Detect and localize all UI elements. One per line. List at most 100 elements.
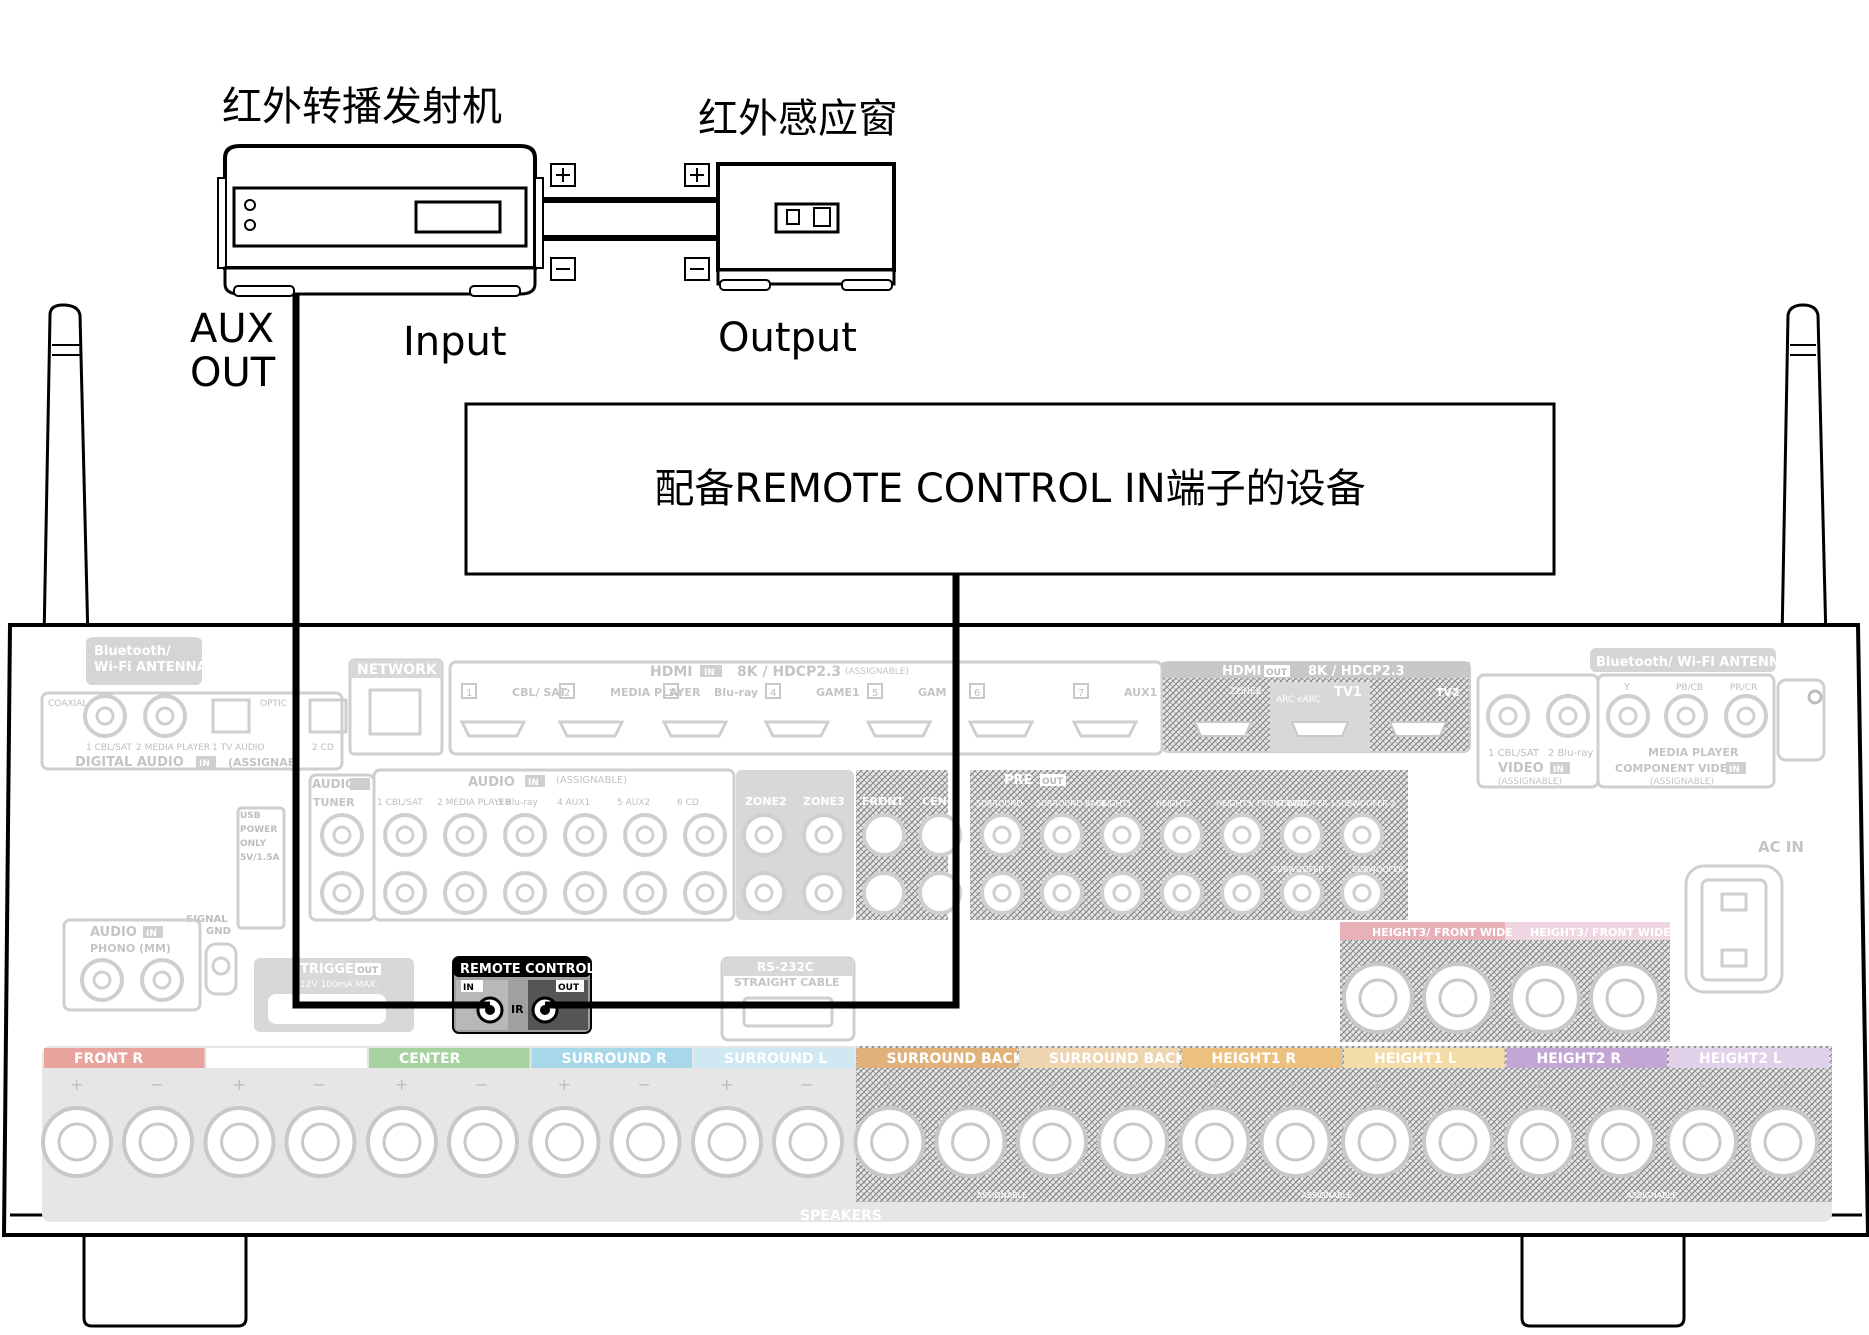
svg-text:IN: IN	[463, 983, 474, 993]
hdmi-in-name: CBL/ SAT	[512, 686, 567, 699]
svg-text:IN: IN	[146, 929, 157, 939]
ir-repeater-label: 红外转播发射机	[222, 84, 502, 130]
svg-text:SPEAKERS: SPEAKERS	[800, 1208, 882, 1224]
svg-text:8K / HDCP2.3: 8K / HDCP2.3	[1308, 664, 1405, 679]
speaker-terminal	[691, 1106, 763, 1178]
hdmi-in-name: GAM	[918, 686, 947, 699]
audio-in-label: 4 AUX1	[557, 798, 590, 808]
svg-text:8K / HDCP2.3: 8K / HDCP2.3	[737, 664, 841, 680]
audio-in-section: AUDIO TUNER AUDIO IN (ASSIGNABLE) 1 CBL/…	[308, 768, 736, 922]
audio-in-label: 5 AUX2	[617, 798, 650, 808]
pre-out-jack	[980, 871, 1024, 915]
svg-text:+: +	[558, 1075, 571, 1094]
speaker-terminal	[1097, 1106, 1169, 1178]
svg-text:Y: Y	[1623, 682, 1631, 693]
svg-text:−: −	[150, 1075, 163, 1094]
hdmi-in-number: 2	[564, 688, 570, 699]
speaker-terminal	[1341, 1106, 1413, 1178]
svg-text:CEN: CEN	[922, 795, 947, 808]
pre-out-label: SUBWOOFER 1	[1276, 799, 1336, 808]
svg-text:+: +	[395, 1075, 408, 1094]
svg-text:HDMI: HDMI	[650, 664, 692, 680]
speaker-terminal	[609, 1106, 682, 1178]
svg-text:VIDEO: VIDEO	[1498, 761, 1544, 776]
svg-text:−: −	[1775, 1075, 1788, 1094]
svg-text:Bluetooth/ Wi-Fi ANTENNA: Bluetooth/ Wi-Fi ANTENNA	[1596, 655, 1790, 670]
svg-text:(ASSIGNABLE): (ASSIGNABLE)	[1498, 777, 1562, 787]
speaker-terminal	[772, 1106, 844, 1178]
speaker-terminal	[934, 1106, 1007, 1178]
svg-text:−: −	[1613, 1075, 1626, 1094]
pre-out-jack	[1340, 813, 1384, 857]
audio-in-label: 2 MEDIA PLAYER	[437, 798, 511, 808]
hdmi-in-port	[1071, 720, 1139, 738]
audio-in-jack	[623, 871, 667, 915]
audio-in-label: 6 CD	[677, 798, 699, 808]
tuner-jack	[320, 871, 364, 915]
ir-sensor-window	[716, 162, 896, 291]
device-box-label: 配备REMOTE CONTROL IN端子的设备	[654, 466, 1365, 512]
remote-cables	[292, 294, 960, 1009]
hdmi-in-number: 3	[668, 688, 674, 699]
speaker-group-label: CENTER	[399, 1051, 461, 1067]
pre-out-jack	[1220, 813, 1264, 857]
svg-text:+: +	[1533, 1075, 1546, 1094]
svg-text:NETWORK: NETWORK	[357, 662, 438, 678]
svg-text:+: +	[70, 1075, 83, 1094]
hdmi-in-number: 7	[1078, 688, 1084, 699]
video-in-section: 1 CBL/SAT 2 Blu-ray VIDEO IN (ASSIGNABLE…	[1476, 673, 1600, 789]
speaker-terminal	[1503, 1106, 1576, 1178]
svg-text:AUDIO: AUDIO	[468, 775, 515, 790]
pre-out-jack	[1280, 813, 1324, 857]
pre-out-jack	[1280, 871, 1324, 915]
svg-text:2 MEDIA PLAYER: 2 MEDIA PLAYER	[136, 743, 210, 753]
audio-in-jack	[563, 813, 607, 857]
pre-out-jack	[1160, 871, 1204, 915]
assignable-label: ASSIGNABLE	[977, 1191, 1028, 1200]
svg-text:DIGITAL AUDIO: DIGITAL AUDIO	[75, 755, 184, 770]
svg-text:1 CBL/SAT: 1 CBL/SAT	[86, 743, 132, 753]
svg-text:OUT: OUT	[1266, 668, 1288, 678]
pre-out-jack	[1040, 813, 1084, 857]
speaker-terminal	[1178, 1106, 1251, 1178]
svg-text:PB/CB: PB/CB	[1676, 683, 1703, 693]
svg-text:+: +	[233, 1075, 246, 1094]
pre-out-label: SURROUND	[976, 799, 1022, 808]
ir-repeater-transmitter	[217, 144, 544, 297]
pre-out-jack	[1160, 813, 1204, 857]
assignable-label: ASSIGNABLE	[1302, 1191, 1353, 1200]
digital-audio-section: COAXIAL OPTIC 1 CBL/SAT 2 MEDIA PLAYER 1…	[40, 691, 348, 771]
speaker-terminal	[1584, 1106, 1657, 1178]
svg-text:OUT: OUT	[558, 983, 580, 993]
usb-port: USB POWER ONLY 5V/1.5A	[236, 806, 286, 930]
speaker-terminal	[1016, 1106, 1088, 1178]
speaker-terminal	[366, 1106, 438, 1178]
hdmi-in-port	[459, 720, 527, 738]
svg-text:(ASSIGNABLE): (ASSIGNABLE)	[845, 667, 909, 677]
svg-text:+: +	[1208, 1075, 1221, 1094]
pre-out-jack	[1040, 871, 1084, 915]
hdmi-in-port	[763, 720, 831, 738]
speaker-terminal	[1259, 1106, 1332, 1178]
pre-out-label: HEIGHT3/ FRONT WIDE	[1216, 799, 1308, 808]
audio-in-jack	[503, 813, 547, 857]
svg-text:+: +	[1045, 1075, 1058, 1094]
speaker-terminal	[528, 1106, 601, 1178]
speaker-terminals: FRONT R+−FRONT L+−CENTER+−SURROUND R+−SU…	[41, 1046, 1832, 1224]
svg-text:OUT: OUT	[1042, 777, 1064, 787]
speaker-group: FRONT R+−	[41, 1048, 205, 1178]
svg-text:ZONE3: ZONE3	[803, 795, 845, 808]
speaker-group-label: HEIGHT1 L	[1374, 1051, 1457, 1067]
network-port: NETWORK	[348, 658, 444, 756]
audio-in-jack	[383, 871, 427, 915]
svg-text:2 Blu-ray: 2 Blu-ray	[1548, 748, 1593, 759]
svg-text:(ASSIGNABLE): (ASSIGNABLE)	[556, 775, 627, 786]
pre-out-label: HEIGHT2	[1156, 799, 1192, 808]
speaker-group: SURROUND BACK R+−ASSIGNABLE	[853, 1048, 1039, 1200]
svg-text:Wi-Fi ANTENNA: Wi-Fi ANTENNA	[94, 660, 207, 675]
svg-text:HEIGHT3/ FRONT WIDE: HEIGHT3/ FRONT WIDE	[1530, 926, 1671, 939]
speaker-group: SURROUND L+−	[691, 1048, 855, 1178]
component-video-section: Y PB/CB PR/CR MEDIA PLAYER COMPONENT VID…	[1596, 673, 1776, 789]
audio-in-jack	[683, 813, 727, 857]
svg-text:−: −	[1125, 1075, 1138, 1094]
